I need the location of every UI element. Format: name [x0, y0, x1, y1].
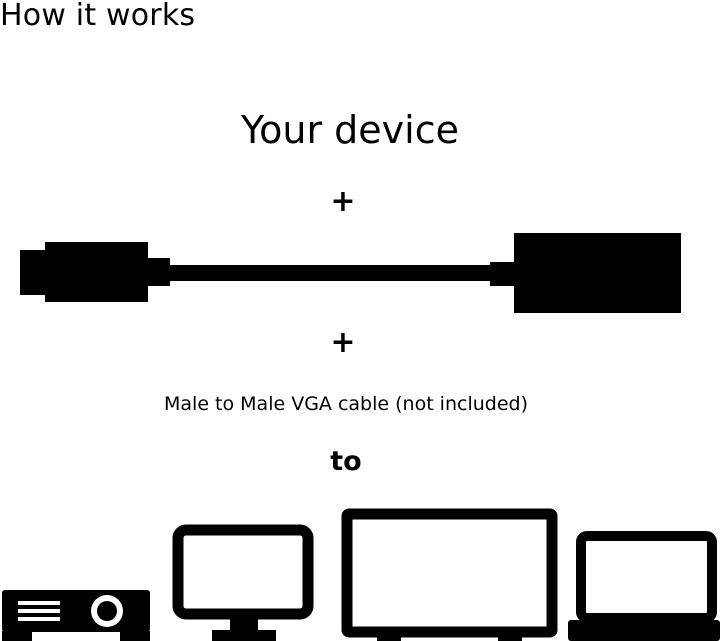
adapter-socket-collar	[490, 262, 516, 286]
monitor-icon	[172, 524, 314, 641]
source-device-label: Your device	[240, 108, 460, 152]
laptop-icon	[568, 531, 720, 641]
plus-sign-bottom: +	[330, 325, 356, 360]
plus-sign-top: +	[330, 184, 356, 219]
connector-word: to	[330, 446, 362, 477]
cable-note: Male to Male VGA cable (not included)	[164, 393, 528, 415]
projector-icon	[2, 590, 150, 641]
usb-c-to-vga-adapter-icon	[20, 233, 681, 313]
adapter-cable-line	[170, 265, 492, 281]
adapter-male-plug	[20, 242, 148, 302]
tv-icon	[341, 508, 558, 641]
page-title: How it works	[0, 0, 196, 33]
adapter-plug-collar	[148, 258, 170, 286]
adapter-vga-socket	[514, 233, 681, 313]
